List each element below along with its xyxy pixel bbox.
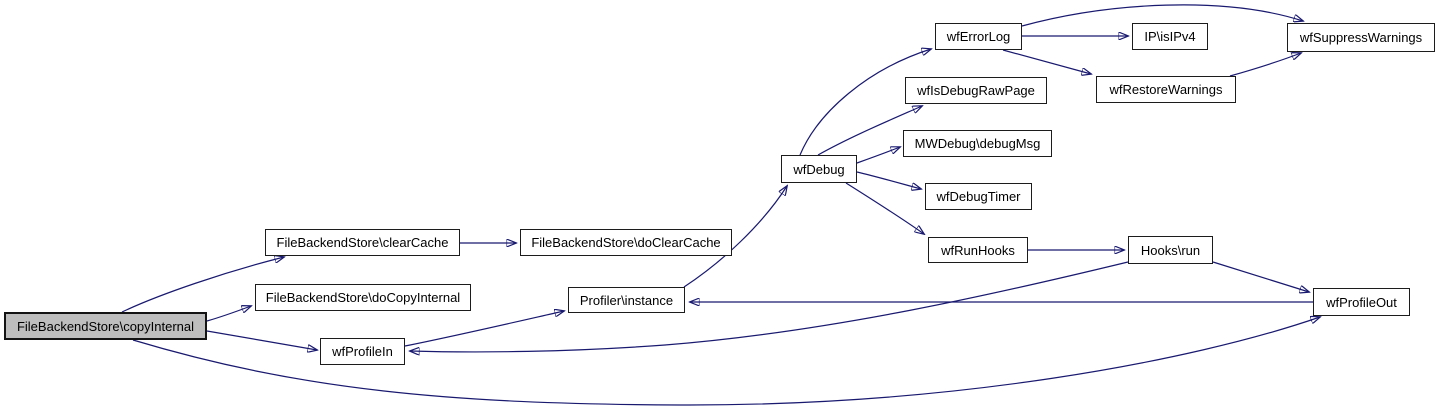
node-profiler-instance[interactable]: Profiler\instance bbox=[568, 287, 685, 313]
edge-wf-restore-warnings-wf-suppress-warnings bbox=[1229, 53, 1301, 77]
edge-copy-internal-wf-profile-in bbox=[206, 330, 317, 350]
edge-copy-internal-clear-cache bbox=[121, 257, 284, 313]
edge-wf-profile-in-profiler-instance bbox=[404, 311, 564, 347]
edge-wf-debug-mw-debug-msg bbox=[856, 147, 900, 164]
node-wf-profile-in[interactable]: wfProfileIn bbox=[320, 338, 405, 365]
node-do-clear-cache[interactable]: FileBackendStore\doClearCache bbox=[520, 229, 732, 256]
edge-profiler-instance-wf-debug bbox=[683, 186, 787, 288]
node-do-copy-internal[interactable]: FileBackendStore\doCopyInternal bbox=[255, 284, 471, 311]
edge-wf-debug-wf-error-log bbox=[799, 49, 931, 156]
edge-wf-debug-wf-run-hooks bbox=[845, 182, 924, 234]
node-wf-profile-out[interactable]: wfProfileOut bbox=[1313, 288, 1410, 316]
edge-copy-internal-do-copy-internal bbox=[206, 306, 251, 322]
node-mw-debug-msg[interactable]: MWDebug\debugMsg bbox=[903, 130, 1052, 157]
node-wf-error-log[interactable]: wfErrorLog bbox=[935, 23, 1022, 50]
node-hooks-run[interactable]: Hooks\run bbox=[1128, 236, 1213, 264]
node-ip-is-ipv4[interactable]: IP\isIPv4 bbox=[1132, 23, 1208, 50]
node-clear-cache[interactable]: FileBackendStore\clearCache bbox=[265, 229, 460, 256]
node-wf-run-hooks[interactable]: wfRunHooks bbox=[928, 237, 1028, 263]
edge-copy-internal-wf-profile-out bbox=[132, 317, 1320, 406]
node-wf-suppress-warnings[interactable]: wfSuppressWarnings bbox=[1287, 23, 1435, 52]
edge-wf-debug-wf-is-debug-raw-page bbox=[817, 106, 922, 156]
edge-wf-error-log-wf-suppress-warnings bbox=[1021, 4, 1303, 27]
edge-hooks-run-wf-profile-out bbox=[1212, 261, 1309, 292]
edge-hooks-run-wf-profile-in bbox=[410, 261, 1129, 352]
node-wf-debug[interactable]: wfDebug bbox=[781, 155, 857, 183]
node-wf-debug-timer[interactable]: wfDebugTimer bbox=[925, 183, 1032, 210]
node-wf-restore-warnings[interactable]: wfRestoreWarnings bbox=[1096, 76, 1236, 103]
edge-wf-error-log-wf-restore-warnings bbox=[1002, 49, 1091, 74]
node-copy-internal[interactable]: FileBackendStore\copyInternal bbox=[4, 312, 207, 340]
edge-wf-debug-wf-debug-timer bbox=[856, 171, 921, 189]
node-wf-is-debug-raw-page[interactable]: wfIsDebugRawPage bbox=[905, 77, 1047, 104]
